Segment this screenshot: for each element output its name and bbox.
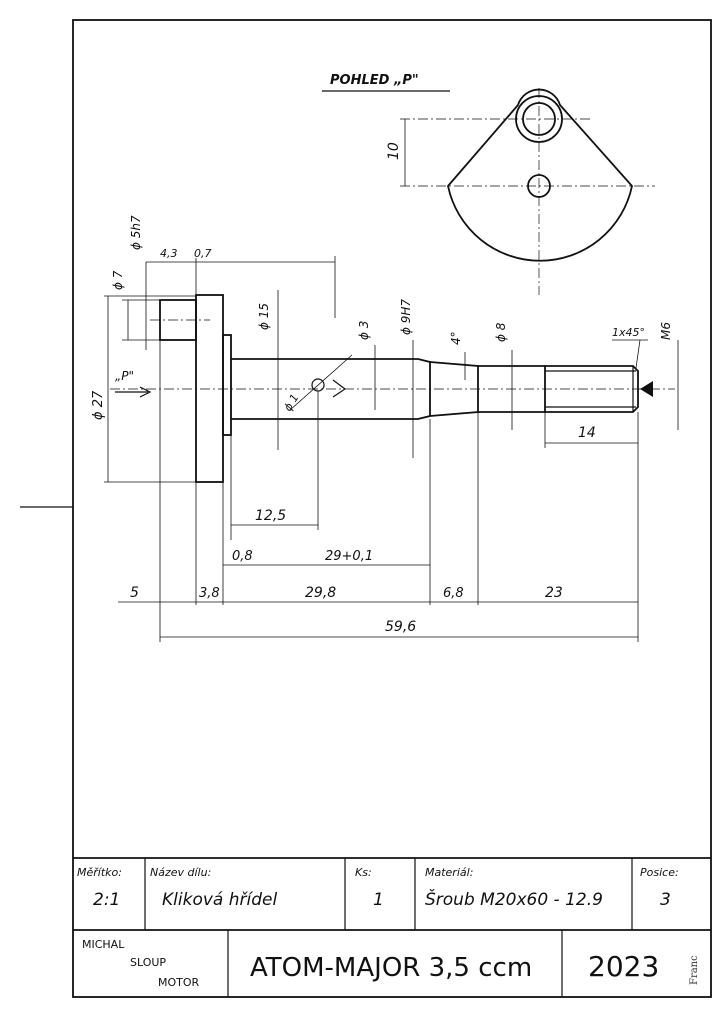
crankshaft-side-view: „P" ϕ 27 ϕ 7 ϕ 5h7 ϕ 15 ϕ 3 ϕ 9H7 4° ϕ 8… — [91, 215, 679, 642]
chamfer-leader-2 — [635, 339, 641, 369]
scale-label: Měřítko: — [77, 866, 122, 879]
dim-6-8: 6,8 — [443, 586, 464, 601]
dim-14: 14 — [578, 425, 596, 441]
dim-phi-27: ϕ 27 — [91, 390, 106, 420]
title-block: Měřítko: 2:1 Název dílu: Kliková hřídel … — [73, 857, 711, 997]
oil-hole-arrow — [332, 379, 347, 398]
author-line-1: MICHAL — [82, 938, 125, 951]
dim-5: 5 — [130, 585, 139, 601]
dim-phi-9h7: ϕ 9H7 — [399, 299, 413, 335]
view-p: POHLED „P" 10 — [322, 73, 655, 295]
part-name-value: Kliková hřídel — [162, 890, 277, 910]
part-name-label: Název dílu: — [150, 866, 211, 879]
dim-0-8: 0,8 — [232, 549, 253, 564]
dim-4-3: 4,3 — [160, 247, 178, 260]
drawing-frame — [72, 19, 712, 998]
material-label: Materiál: — [425, 866, 473, 879]
dim-59-6: 59,6 — [385, 619, 416, 635]
taper — [429, 361, 479, 417]
view-p-title: POHLED „P" — [330, 73, 419, 88]
main-journal — [231, 358, 431, 420]
collar — [222, 334, 232, 436]
year: 2023 — [588, 950, 659, 983]
dim-m6: M6 — [659, 322, 673, 340]
dim-chamfer: 1x45° — [612, 326, 645, 339]
dim-phi-7: ϕ 7 — [111, 270, 125, 290]
dim-phi-15: ϕ 15 — [257, 303, 271, 330]
dim-phi-3: ϕ 3 — [357, 321, 371, 340]
project-title: ATOM-MAJOR 3,5 ccm — [250, 953, 532, 983]
dim-phi-8: ϕ 8 — [494, 322, 508, 342]
dim-23: 23 — [545, 585, 563, 601]
crank-web — [195, 294, 224, 483]
dim-29-8: 29,8 — [305, 585, 336, 601]
dim-3-8: 3,8 — [199, 586, 220, 601]
dim-phi-5h7: ϕ 5h7 — [129, 215, 143, 250]
dim-angle-4: 4° — [449, 331, 463, 345]
view-p-dim-10: 10 — [386, 142, 402, 160]
dim-29: 29+0,1 — [325, 549, 373, 564]
position-label: Posice: — [640, 866, 679, 879]
position-value: 3 — [660, 890, 671, 910]
author-line-3: MOTOR — [158, 976, 200, 989]
signature: Franc — [689, 955, 700, 985]
dim-phi-1: ϕ 1 — [281, 392, 301, 414]
phi8-section — [478, 365, 545, 413]
dim-0-7: 0,7 — [194, 247, 212, 260]
dim-12-5: 12,5 — [255, 508, 286, 524]
scale-value: 2:1 — [93, 890, 120, 910]
author-line-2: SLOUP — [130, 956, 166, 969]
view-marker-label: „P" — [115, 369, 134, 383]
material-value: Šroub M20x60 - 12.9 — [425, 888, 603, 910]
qty-label: Ks: — [355, 866, 372, 879]
qty-value: 1 — [373, 890, 384, 910]
view-arrow-head — [139, 386, 152, 398]
end-marker-icon — [640, 381, 653, 397]
oil-hole-leader — [289, 354, 353, 411]
view-p-outline — [447, 88, 633, 262]
